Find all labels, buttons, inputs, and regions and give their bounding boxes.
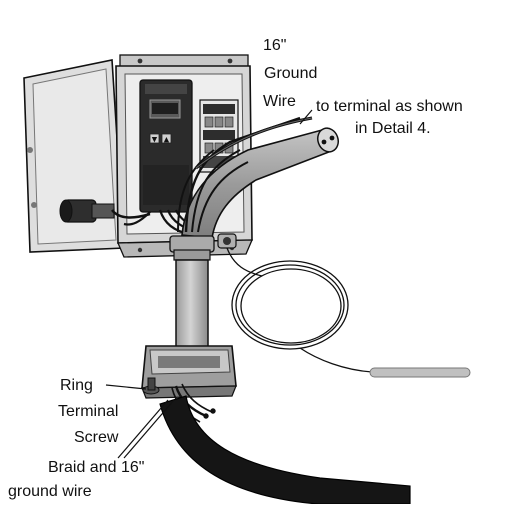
up-key-glyph: ▲ — [164, 136, 170, 144]
cord-grip — [59, 199, 151, 223]
conduit-fitting — [169, 235, 215, 261]
up-key — [161, 133, 172, 144]
leader-lines — [105, 109, 313, 459]
sensor-fitting — [217, 233, 237, 249]
ground-wire — [195, 116, 313, 170]
label-ground: Ground — [264, 65, 318, 82]
power-cable — [181, 127, 340, 239]
exit-wires — [177, 116, 301, 233]
conduit-pipe — [175, 259, 209, 349]
ring-terminal-screw — [142, 377, 160, 395]
label-braid-line2: ground wire — [8, 483, 92, 500]
sensor-wire-coil — [226, 247, 373, 373]
enclosure-door — [23, 59, 125, 253]
label-wire: Wire — [263, 93, 296, 110]
label-ring: Ring — [60, 377, 93, 394]
label-wire-length: 16" — [263, 37, 287, 54]
label-screw: Screw — [74, 429, 119, 446]
label-braid-line1: Braid and 16" — [48, 459, 145, 476]
down-key-glyph: ▼ — [152, 136, 158, 144]
label-terminal-line1: to terminal as shown — [316, 98, 463, 115]
label-terminal-line2: in Detail 4. — [355, 120, 431, 137]
junction-box — [141, 345, 237, 399]
controller-unit: ▼ ▲ — [139, 79, 193, 213]
down-key — [149, 133, 160, 144]
temperature-sensor-probe — [369, 367, 471, 378]
label-terminal: Terminal — [58, 403, 119, 420]
